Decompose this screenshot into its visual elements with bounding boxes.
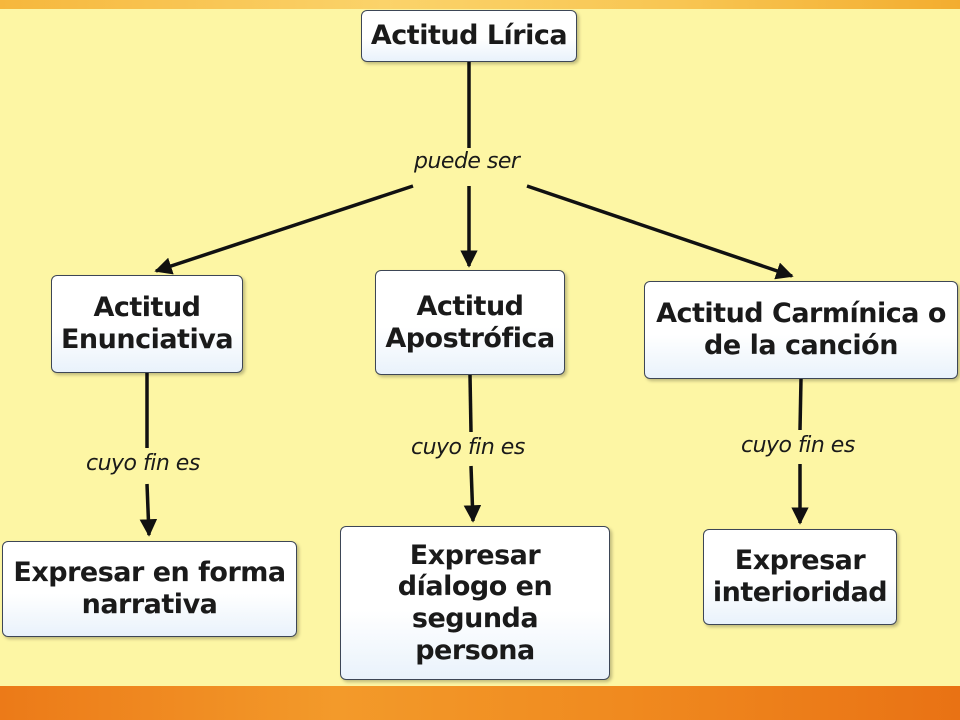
node-expresar-narrativa: Expresar en forma narrativa — [2, 541, 297, 637]
node-actitud-apostrofica-label: Actitud Apostrófica — [385, 290, 555, 354]
edge-linklabel-to-dialogo — [463, 465, 482, 523]
node-actitud-apostrofica: Actitud Apostrófica — [375, 270, 565, 375]
node-expresar-interioridad-label: Expresar interioridad — [712, 545, 888, 608]
edge-linklabel-to-narrativa — [139, 483, 158, 537]
bottom-decor-band — [0, 686, 960, 720]
node-actitud-enunciativa-label: Actitud Enunciativa — [60, 292, 234, 355]
node-actitud-lirica-label: Actitud Lírica — [370, 20, 568, 52]
link-label-puede-ser: puede ser — [414, 149, 520, 174]
edge-linklabel-to-carminica — [526, 184, 794, 280]
link-label-cuyo-fin-es-enunciativa: cuyo fin es — [86, 451, 200, 476]
node-expresar-dialogo-label: Expresar díalogo en segunda persona — [397, 539, 553, 666]
link-label-cuyo-fin-es-apostrofica: cuyo fin es — [411, 435, 525, 460]
edge-carminica-to-linklabel — [798, 378, 803, 431]
node-actitud-carminica: Actitud Carmínica o de la canción — [644, 281, 958, 379]
edge-apostrofica-to-linklabel — [468, 374, 473, 433]
node-actitud-enunciativa: Actitud Enunciativa — [51, 275, 243, 373]
node-expresar-narrativa-label: Expresar en forma narrativa — [13, 557, 286, 620]
link-label-cuyo-fin-es-carminica: cuyo fin es — [741, 433, 855, 458]
top-decor-band — [0, 0, 960, 9]
node-expresar-interioridad: Expresar interioridad — [703, 529, 897, 625]
node-actitud-carminica-label: Actitud Carmínica o de la canción — [656, 298, 946, 361]
node-actitud-lirica: Actitud Lírica — [361, 10, 577, 62]
node-expresar-dialogo: Expresar díalogo en segunda persona — [340, 526, 610, 680]
edge-linklabel-to-enunciativa — [154, 184, 414, 275]
